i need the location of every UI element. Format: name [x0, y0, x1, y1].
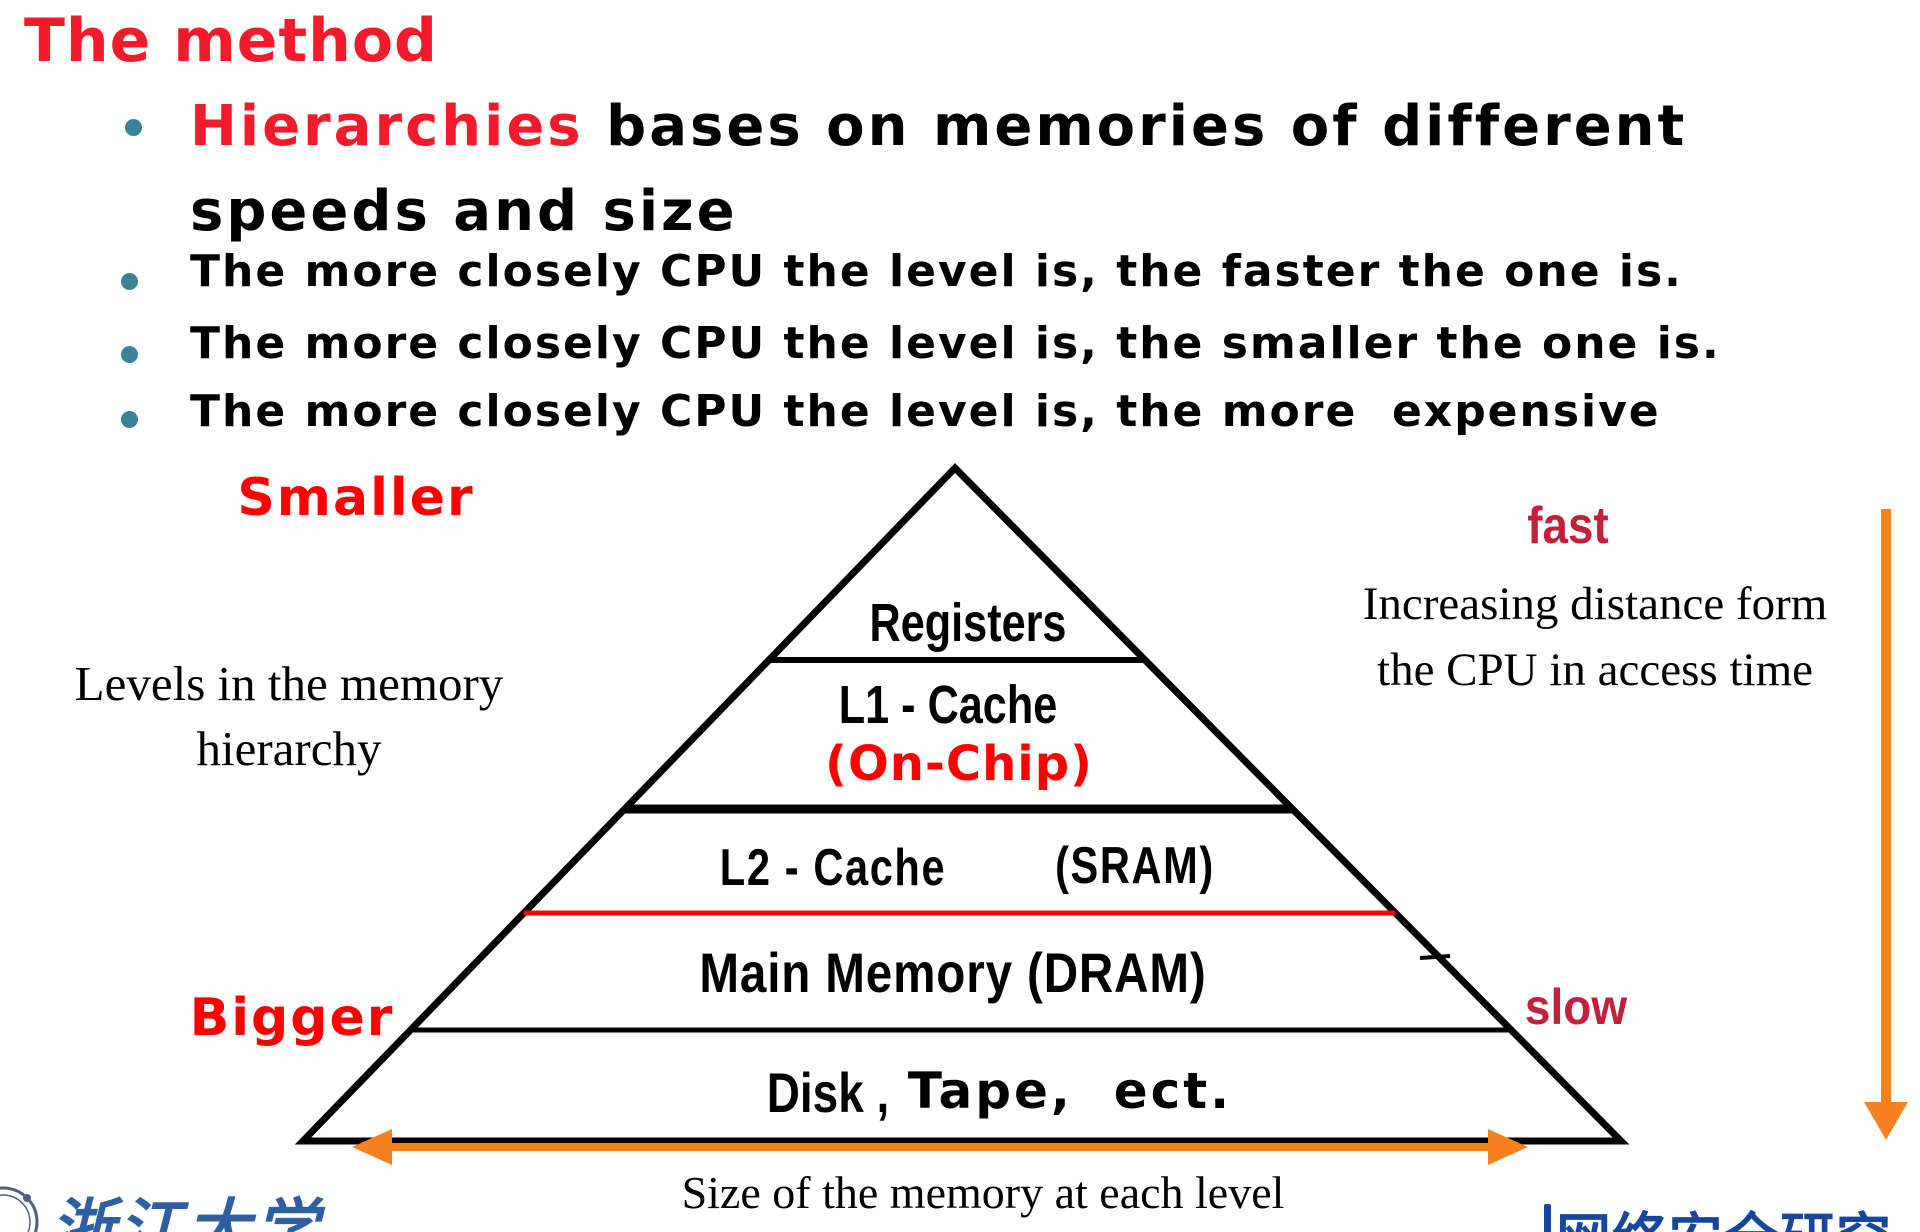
pyramid-label-sram: (SRAM)	[1055, 837, 1215, 895]
seal-logo	[0, 1186, 39, 1232]
caption-line: hierarchy	[196, 720, 382, 776]
bullet-dot	[121, 411, 138, 428]
bullet-dot	[121, 346, 138, 363]
bullet-text-line2: speeds and size	[190, 179, 738, 245]
caption-increasing-distance: Increasing distance form the CPU in acce…	[1363, 572, 1828, 704]
down-arrow-icon	[1864, 509, 1908, 1140]
pyramid-label-disk: Disk ,	[766, 1061, 890, 1124]
pyramid-label-tape-ect: Tape, ect.	[907, 1062, 1233, 1120]
page-title: The method	[24, 6, 439, 76]
bullet-dot	[125, 119, 142, 136]
annotation-slow: slow	[1524, 979, 1628, 1035]
horizontal-double-arrow-icon	[352, 1129, 1528, 1165]
pyramid-label-l2-cache: L2 - Cache	[719, 839, 947, 897]
caption-line: Levels in the memory	[74, 656, 504, 711]
university-logo-text: 浙江大学	[50, 1193, 322, 1232]
institute-logo-text: 网络安全研究所	[1556, 1194, 1920, 1232]
pyramid-label-main-memory: Main Memory (DRAM)	[699, 941, 1207, 1004]
annotation-smaller: Smaller	[237, 468, 475, 528]
stray-dash	[1419, 954, 1451, 960]
bullet-item-expensive: The more closely CPU the level is, the m…	[190, 386, 1661, 437]
institute-mark-icon	[1544, 1204, 1551, 1232]
bullet-highlight: Hierarchies	[190, 94, 584, 159]
pyramid-label-l1-cache: L1 - Cache	[838, 675, 1058, 735]
caption-levels-hierarchy: Levels in the memory hierarchy	[75, 652, 504, 781]
bullet-item-faster: The more closely CPU the level is, the f…	[190, 246, 1683, 297]
pyramid-label-registers: Registers	[869, 593, 1067, 653]
bullet-dot	[121, 273, 138, 290]
bullet-item-hierarchies: Hierarchies bases on memories of differe…	[190, 84, 1687, 254]
pyramid-label-on-chip: (On-Chip)	[825, 736, 1093, 792]
caption-line: the CPU in access time	[1377, 643, 1813, 696]
annotation-fast: fast	[1527, 497, 1609, 555]
caption-size-of-memory: Size of the memory at each level	[681, 1167, 1285, 1218]
annotation-bigger: Bigger	[189, 988, 395, 1048]
bullet-item-smaller: The more closely CPU the level is, the s…	[190, 318, 1721, 369]
caption-line: Increasing distance form	[1362, 578, 1828, 630]
bullet-text: bases on memories of different	[583, 94, 1688, 159]
